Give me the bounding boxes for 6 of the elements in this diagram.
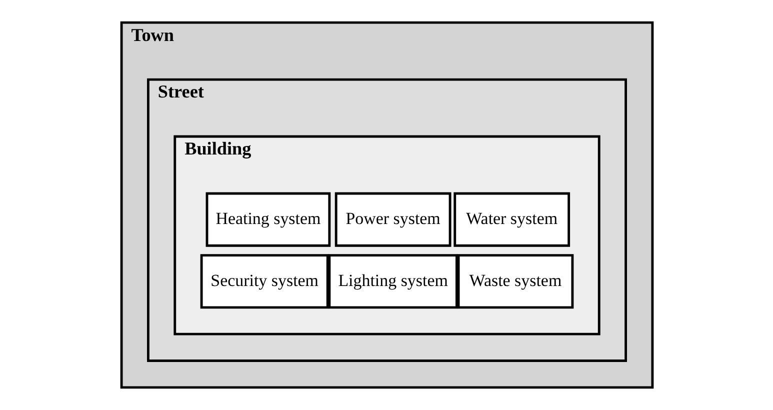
node-box: Power system <box>334 192 451 247</box>
node-box: Security system <box>200 254 328 309</box>
node-box: Heating system <box>205 192 330 247</box>
node-box: Water system <box>453 192 570 247</box>
node-box: Waste system <box>456 254 574 309</box>
node-box: Lighting system <box>328 254 458 309</box>
